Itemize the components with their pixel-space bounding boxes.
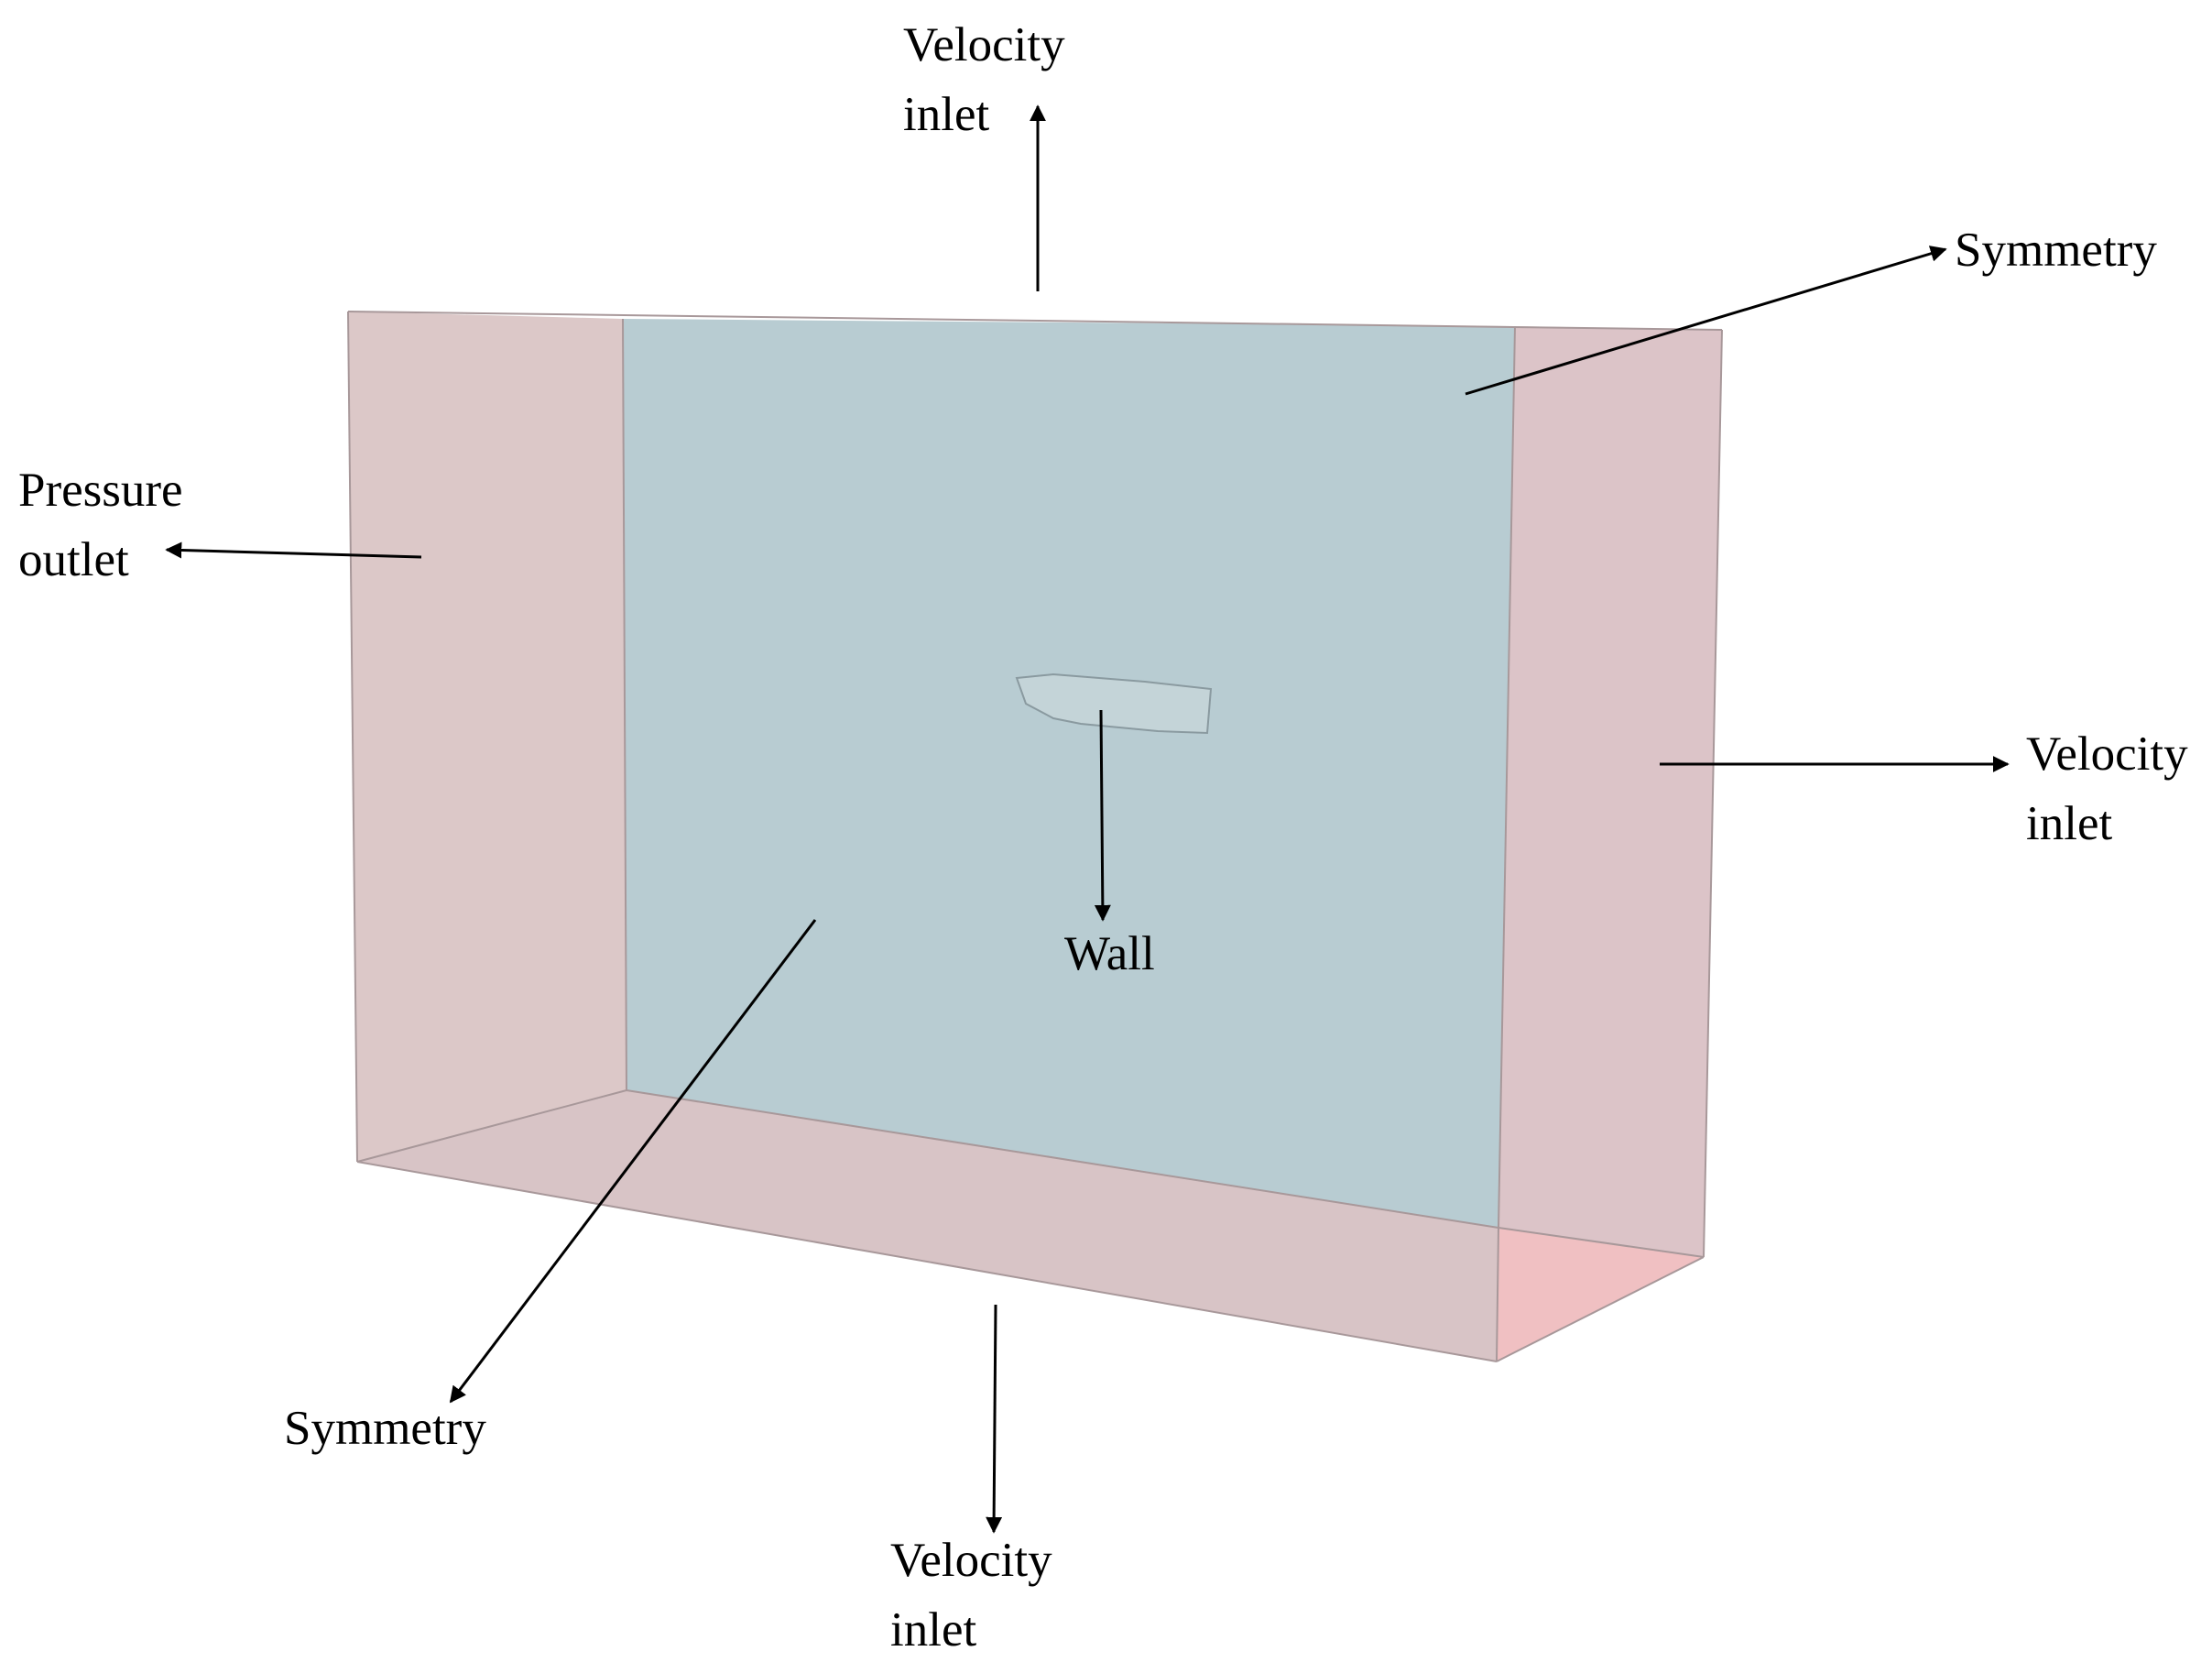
immersed-body bbox=[1015, 672, 1213, 735]
edge-right-outer bbox=[1703, 329, 1723, 1258]
arrow-symmetry-back bbox=[1465, 246, 1947, 396]
domain-edges bbox=[347, 311, 1723, 1362]
arrow-symmetry-front bbox=[449, 919, 817, 1404]
label-right-inlet-line2: inlet bbox=[2026, 797, 2112, 850]
arrow-pressure-outlet bbox=[165, 541, 422, 559]
right-face bbox=[1497, 326, 1722, 1361]
edge-floor-corner bbox=[1498, 1227, 1705, 1258]
annotation-arrows bbox=[165, 104, 2010, 1534]
edge-top bbox=[347, 311, 1723, 331]
boundary-labels: Velocity inlet Symmetry Pressure outlet … bbox=[18, 18, 2188, 1657]
edge-corner-vertical bbox=[1496, 1227, 1499, 1362]
label-wall: Wall bbox=[1064, 927, 1155, 980]
label-bottom-inlet-line1: Velocity bbox=[890, 1534, 1052, 1587]
edge-back-left bbox=[622, 318, 627, 1091]
label-bottom-inlet-line2: inlet bbox=[890, 1603, 976, 1657]
back-face bbox=[623, 319, 1515, 1228]
label-symmetry-back: Symmetry bbox=[1955, 224, 2157, 277]
bottom-face bbox=[357, 1090, 1498, 1361]
label-right-inlet-line1: Velocity bbox=[2026, 727, 2188, 781]
label-pressure-outlet-line2: outlet bbox=[18, 533, 129, 586]
edge-floor-left bbox=[356, 1089, 627, 1163]
edge-back-right bbox=[1498, 325, 1516, 1229]
bottom-right-corner-face bbox=[1497, 1228, 1704, 1361]
edge-floor-right bbox=[1496, 1256, 1705, 1362]
label-pressure-outlet-line1: Pressure bbox=[18, 464, 183, 517]
computational-domain bbox=[347, 311, 1723, 1362]
label-top-inlet-line2: inlet bbox=[903, 88, 989, 141]
edge-left-outer bbox=[347, 311, 358, 1163]
left-face bbox=[348, 312, 627, 1162]
arrow-wall bbox=[1094, 709, 1111, 922]
edge-floor-back bbox=[626, 1089, 1499, 1229]
label-top-inlet-line1: Velocity bbox=[903, 18, 1065, 71]
edge-front-bottom bbox=[356, 1161, 1498, 1362]
label-symmetry-front: Symmetry bbox=[284, 1402, 486, 1455]
arrow-bottom-inlet bbox=[986, 1304, 1003, 1534]
